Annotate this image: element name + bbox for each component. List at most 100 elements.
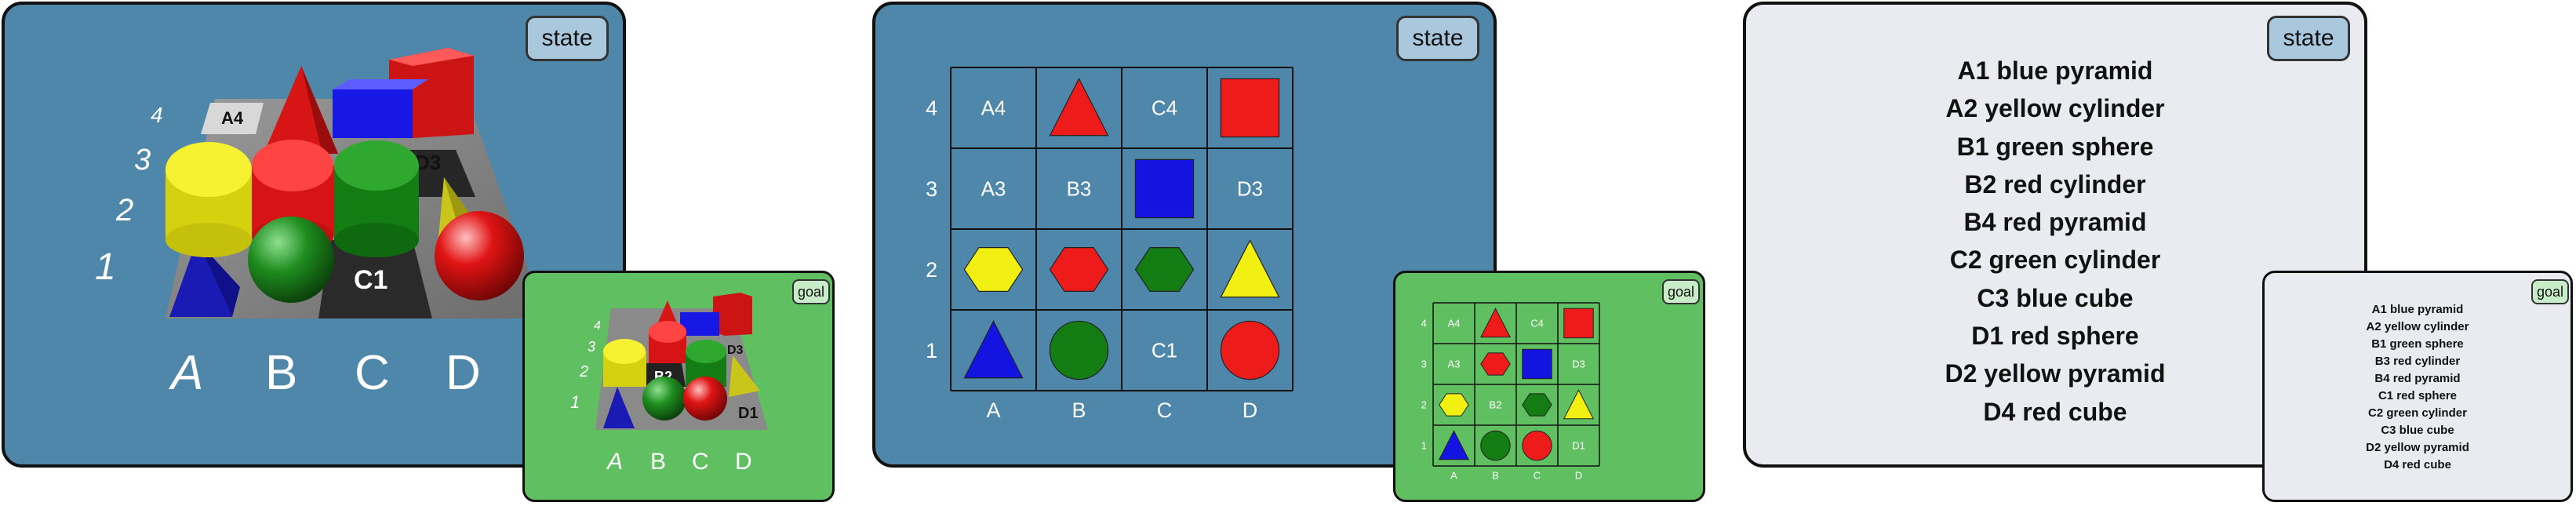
cell-label: C1: [1152, 339, 1177, 362]
column-label: D: [1575, 469, 1582, 481]
scene-state-panel: 4 3 2 1 A B C D A4 D3: [2, 2, 626, 468]
object-entry: A2 yellow cylinder: [2366, 320, 2469, 333]
tile-label: D3: [415, 151, 441, 174]
row-label: 3: [926, 177, 937, 201]
row-label: 4: [594, 319, 601, 333]
object-entry: D1 red sphere: [1971, 322, 2139, 351]
cell-label: D3: [1572, 359, 1585, 370]
object-entry: A2 yellow cylinder: [1945, 94, 2165, 123]
object-entry: D2 yellow pyramid: [1945, 359, 2166, 388]
column-label: D: [446, 346, 481, 400]
yellow-hexagon: [1439, 393, 1469, 417]
green-circle: [1480, 430, 1511, 461]
state-badge: state: [1396, 16, 1479, 61]
row-label: 2: [579, 363, 588, 380]
row-label: 4: [151, 103, 163, 127]
goal-object-list: A1 blue pyramid A2 yellow cylinder B1 gree…: [2265, 301, 2571, 474]
tile-label: A4: [221, 108, 244, 128]
row-label: 1: [570, 392, 580, 412]
object-entry: A1 blue pyramid: [2371, 303, 2464, 316]
cell-label: A4: [1448, 318, 1461, 329]
red-square: [1220, 78, 1280, 138]
object-entry: D4 red cube: [1983, 397, 2127, 426]
object-entry: C2 green cylinder: [1949, 246, 2161, 275]
row-label: 1: [95, 246, 116, 288]
goal-badge: goal: [1662, 279, 1700, 304]
object-entry: C1 red sphere: [2378, 389, 2458, 402]
red-triangle: [1479, 308, 1512, 338]
object-entry: B1 green sphere: [1956, 132, 2154, 161]
green-hexagon: [1522, 393, 1552, 417]
tile-label: D1: [738, 405, 759, 422]
red-hexagon: [1480, 352, 1511, 376]
column-label: B: [1492, 469, 1499, 481]
column-label: A: [1450, 469, 1457, 481]
state-badge: state: [2267, 16, 2350, 61]
text-goal-panel: A1 blue pyramid A2 yellow cylinder B1 gree…: [2262, 271, 2573, 502]
object-entry: C3 blue cube: [2381, 424, 2454, 437]
scene-goal-panel: 4 3 2 1 A B C D B2 D3 D1 goal: [522, 271, 835, 502]
column-label: A: [606, 449, 623, 475]
row-label: 2: [926, 258, 937, 282]
tile-label: C1: [354, 265, 387, 295]
object-entry: D2 yellow pyramid: [2366, 441, 2469, 454]
green-hexagon: [1134, 247, 1195, 292]
column-label: B: [265, 346, 297, 400]
column-label: C: [1534, 469, 1541, 481]
column-label: A: [168, 346, 203, 400]
blue-square: [1522, 348, 1552, 380]
row-label: 1: [1421, 440, 1427, 452]
tile-label: D3: [727, 344, 744, 357]
green-circle: [1049, 320, 1109, 380]
row-label: 1: [926, 339, 937, 362]
goal-badge: goal: [792, 279, 830, 304]
red-circle: [1220, 320, 1280, 380]
cell-label: A3: [1448, 359, 1461, 370]
red-triangle: [1049, 78, 1109, 137]
object-entry: D4 red cube: [2384, 458, 2451, 471]
red-hexagon: [1049, 247, 1109, 292]
object-entry: A1 blue pyramid: [1957, 56, 2153, 85]
blue-square: [1134, 158, 1195, 219]
blue-triangle: [963, 320, 1024, 379]
row-label: 3: [1421, 359, 1427, 370]
scene-goal-canvas: 4 3 2 1 A B C D B2 D3 D1: [570, 293, 768, 475]
red-circle: [1522, 430, 1552, 461]
object-entry: B1 green sphere: [2371, 337, 2464, 351]
blue-triangle: [1438, 430, 1470, 460]
cell-label: B2: [1490, 399, 1502, 411]
row-label: 2: [115, 193, 133, 228]
column-label: B: [1072, 399, 1086, 422]
column-label: D: [1243, 399, 1258, 422]
goal-badge: goal: [2531, 279, 2569, 304]
cell-label: B3: [1067, 177, 1092, 201]
cell-label: D1: [1572, 440, 1585, 452]
object-entry: C3 blue cube: [1977, 283, 2134, 312]
object-entry: B4 red pyramid: [2374, 372, 2461, 385]
column-label: C: [355, 346, 390, 400]
yellow-triangle: [1220, 239, 1280, 298]
object-entry: B2 red cylinder: [1964, 169, 2146, 198]
cell-label: C4: [1152, 96, 1177, 120]
object-entry: B3 red cylinder: [2374, 355, 2461, 368]
state-object-list: A1 blue pyramid A2 yellow cylinder B1 gree…: [1746, 52, 2364, 431]
row-label: 4: [926, 96, 937, 120]
red-square: [1563, 308, 1594, 339]
row-label: 2: [1421, 399, 1427, 411]
column-label: C: [1157, 399, 1173, 422]
yellow-triangle: [1563, 389, 1595, 420]
column-label: C: [692, 449, 709, 475]
row-label: 3: [134, 144, 151, 177]
scene-tile: [318, 240, 432, 319]
cell-label: D3: [1237, 177, 1263, 201]
column-label: A: [986, 399, 1000, 422]
row-label: 3: [588, 339, 595, 355]
row-label: 4: [1421, 318, 1427, 329]
column-label: B: [650, 449, 666, 475]
object-entry: B4 red pyramid: [1963, 208, 2147, 237]
object-entry: C2 green cylinder: [2368, 406, 2467, 420]
cell-label: A3: [981, 177, 1006, 201]
